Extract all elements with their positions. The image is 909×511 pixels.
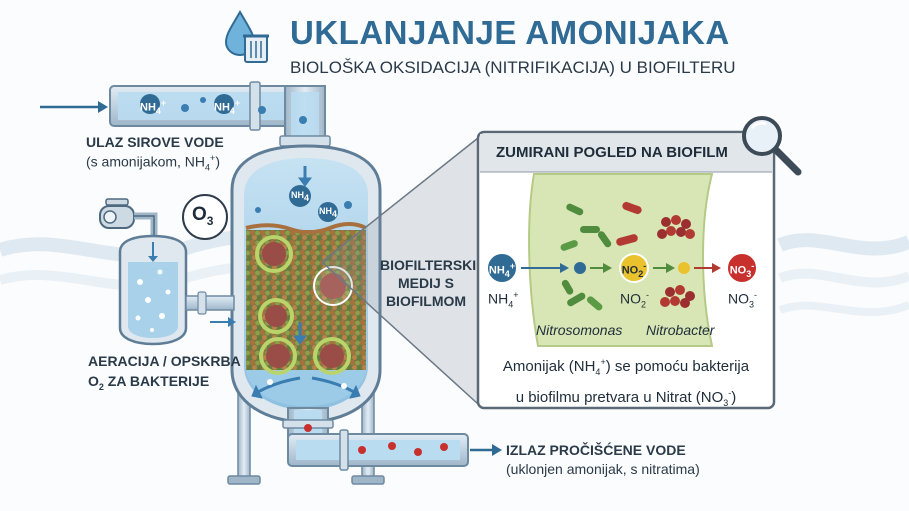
nitrobacter-bacteria — [616, 201, 695, 308]
outlet-note: (uklonjen amonijak, s nitratima) — [506, 461, 700, 477]
no2-caption: NO2- — [620, 290, 650, 310]
outlet-pipe — [282, 407, 502, 471]
inlet-pipe-nh4-label-2: NH4+ — [214, 98, 241, 116]
page-title: UKLANJANJE AMONIJAKA — [290, 14, 730, 51]
vessel-nh4-label-2: NH4 — [318, 206, 337, 219]
magnifier-icon — [742, 116, 802, 176]
ozone-label: O3 — [192, 204, 214, 228]
no3-caption: NO3- — [728, 290, 758, 310]
zoom-panel-title: ZUMIRANI POGLED NA BIOFILM — [496, 144, 728, 161]
nitrosomonas-label: Nitrosomonas — [536, 322, 623, 338]
water-drop-bin-icon — [224, 9, 269, 63]
nitrosomonas-bacteria — [560, 203, 612, 311]
inlet-note: (s amonijakom, NH4+) — [86, 153, 220, 173]
nitrobacter-label: Nitrobacter — [646, 322, 715, 338]
page-subtitle: BIOLOŠKA OKSIDACIJA (NITRIFIKACIJA) U BI… — [290, 58, 736, 77]
outlet-label: IZLAZ PROČIŠĆENE VODE — [506, 442, 686, 458]
no2-node-label: NO2- — [621, 261, 647, 279]
biofilm-clumps — [255, 235, 353, 375]
nh4-node-label: NH4+ — [488, 261, 516, 279]
zoom-caption-line1: Amonijak (NH4+) se pomoću bakterija — [502, 357, 750, 377]
reaction-chain — [486, 252, 758, 284]
nh4-caption: NH4+ — [488, 290, 519, 310]
zoom-panel — [476, 130, 776, 410]
zoom-caption-line2: u biofilmu pretvara u Nitrat (NO3-) — [515, 388, 737, 408]
zoom-caption: Amonijak (NH4+) se pomoću bakterija u bi… — [480, 352, 772, 414]
aeration-label-line2: O2 ZA BAKTERIJE — [88, 373, 210, 392]
flow-arrows — [251, 166, 361, 399]
no3-node-label: NO3- — [729, 261, 755, 279]
inlet-label: ULAZ SIROVE VODE — [86, 134, 224, 150]
aeration-label-line1: AERACIJA / OPSKRBA — [88, 353, 241, 369]
air-compressor-icon — [99, 198, 135, 229]
biofilter-vessel — [230, 144, 382, 424]
aeration-unit — [99, 194, 236, 346]
inlet-arrow — [40, 101, 108, 113]
biofilter-media-label: BIOFILTERSKI MEDIJ S BIOFILMOM — [380, 257, 477, 309]
zoom-connector — [321, 137, 479, 405]
inlet-pipe-nh4-label-1: NH4+ — [140, 98, 167, 116]
vessel-nh4-label-1: NH4 — [290, 190, 309, 203]
